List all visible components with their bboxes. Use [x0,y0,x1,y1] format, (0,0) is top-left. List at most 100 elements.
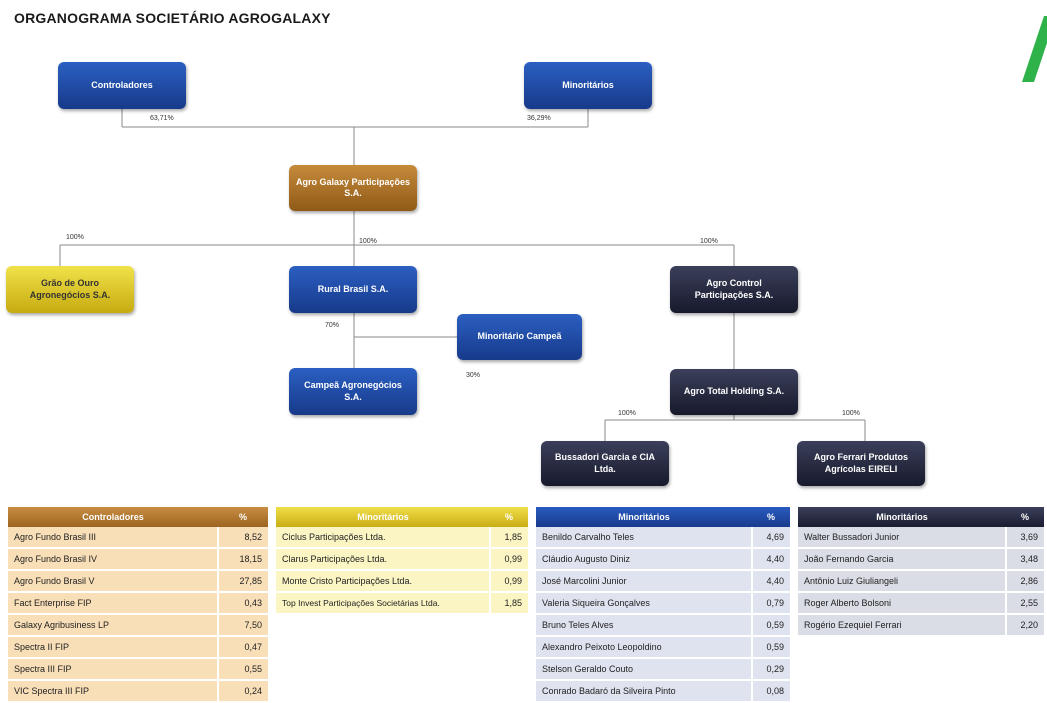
pct-grao-de-ouro: 100% [66,234,84,241]
holder-name: VIC Spectra III FIP [8,680,218,703]
holder-name: Walter Bussadori Junior [798,527,1006,549]
holder-name: Stelson Geraldo Couto [536,658,752,681]
node-minoritarios: Minoritários [524,62,652,109]
table-pct-header: % [752,507,790,527]
holder-name: Agro Fundo Brasil V [8,570,218,593]
holder-pct: 18,15 [217,548,268,571]
holder-pct: 0,43 [217,592,268,615]
table-row: Monte Cristo Participações Ltda.0,99 [276,570,528,593]
holder-name: Spectra II FIP [8,636,218,659]
org-connector-lines [59,109,866,441]
pct-controladores: 63,71% [150,115,174,122]
holder-name: João Fernando Garcia [798,548,1006,571]
holder-name: Spectra III FIP [8,658,218,681]
holder-name: Conrado Badaró da Silveira Pinto [536,680,752,703]
holder-name: Cláudio Augusto Diniz [536,548,752,571]
table-row: Top Invest Participações Societárias Ltd… [276,592,528,615]
holder-name: Bruno Teles Alves [536,614,752,637]
node-agro-galaxy: Agro Galaxy Participações S.A. [289,165,417,211]
table-header: Minoritários [536,507,752,527]
holder-pct: 3,69 [1005,527,1044,549]
table-minoritarios-holding: Minoritários % Ciclus Participações Ltda… [276,507,528,615]
node-rural-brasil: Rural Brasil S.A. [289,266,417,313]
holder-name: Ciclus Participações Ltda. [276,527,490,549]
holder-pct: 2,20 [1005,614,1044,637]
holder-name: Roger Alberto Bolsoni [798,592,1006,615]
holder-name: Antônio Luiz Giuliangeli [798,570,1006,593]
holder-pct: 2,86 [1005,570,1044,593]
holder-pct: 8,52 [217,527,268,549]
table-row: Clarus Participações Ltda.0,99 [276,548,528,571]
holder-pct: 1,85 [489,592,528,615]
node-campea: Campeã Agronegócios S.A. [289,368,417,415]
node-agro-total: Agro Total Holding S.A. [670,369,798,415]
holder-name: José Marcolini Junior [536,570,752,593]
holder-name: Clarus Participações Ltda. [276,548,490,571]
holder-pct: 0,47 [217,636,268,659]
pct-agro-ferrari: 100% [842,410,860,417]
pct-minoritarios: 36,29% [527,115,551,122]
holder-name: Agro Fundo Brasil IV [8,548,218,571]
pct-rural-brasil: 100% [359,238,377,245]
holder-name: Top Invest Participações Societárias Ltd… [276,592,490,615]
table-row: Ciclus Participações Ltda.1,85 [276,527,528,549]
holder-pct: 4,40 [751,570,790,593]
table-header: Controladores [8,507,218,527]
node-minoritario-campea: Minoritário Campeã [457,314,582,360]
holder-pct: 0,29 [751,658,790,681]
node-bussadori: Bussadori Garcia e CIA Ltda. [541,441,669,486]
holder-pct: 27,85 [217,570,268,593]
table-pct-header: % [1006,507,1044,527]
holder-pct: 7,50 [217,614,268,637]
node-agro-control: Agro Control Participações S.A. [670,266,798,313]
node-grao-de-ouro: Grão de Ouro Agronegócios S.A. [6,266,134,313]
holder-pct: 2,55 [1005,592,1044,615]
holder-name: Benildo Carvalho Teles [536,527,752,549]
node-controladores: Controladores [58,62,186,109]
holder-name: Agro Fundo Brasil III [8,527,218,549]
table-header: Minoritários [276,507,490,527]
table-header: Minoritários [798,507,1006,527]
page-title: ORGANOGRAMA SOCIETÁRIO AGROGALAXY [14,10,331,26]
pct-agro-control: 100% [700,238,718,245]
holder-pct: 0,99 [489,548,528,571]
node-agro-ferrari: Agro Ferrari Produtos Agrícolas EIRELI [797,441,925,486]
holder-pct: 1,85 [489,527,528,549]
pct-campea-rural: 70% [325,322,340,329]
holder-name: Galaxy Agribusiness LP [8,614,218,637]
holder-name: Valeria Siqueira Gonçalves [536,592,752,615]
company-logo [1018,6,1047,86]
holder-name: Monte Cristo Participações Ltda. [276,570,490,593]
holder-pct: 4,40 [751,548,790,571]
holder-pct: 3,48 [1005,548,1044,571]
holder-name: Alexandro Peixoto Leopoldino [536,636,752,659]
pct-bussadori: 100% [618,410,636,417]
holder-pct: 0,08 [751,680,790,703]
holder-pct: 0,99 [489,570,528,593]
holder-pct: 0,59 [751,636,790,659]
holder-pct: 0,59 [751,614,790,637]
holder-pct: 0,24 [217,680,268,703]
